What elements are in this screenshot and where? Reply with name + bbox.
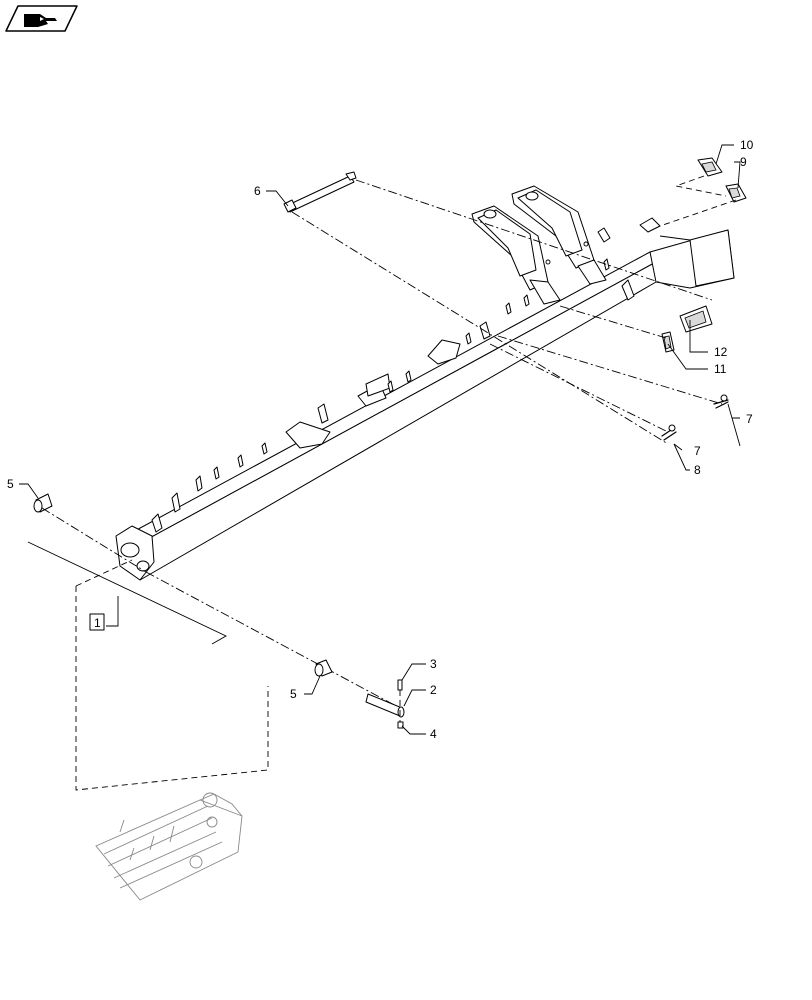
callout-9: 9 xyxy=(740,155,747,169)
part-11-decal xyxy=(661,331,675,353)
part-7-pin-upper xyxy=(713,394,729,409)
detail-reference-outline xyxy=(27,541,269,791)
callout-2: 2 xyxy=(430,683,437,697)
beam-brackets xyxy=(151,258,635,533)
callout-10: 10 xyxy=(740,138,754,152)
part-6-shaft xyxy=(283,171,357,213)
callout-7-upper: 7 xyxy=(746,412,753,426)
callout-5-lower: 5 xyxy=(290,687,297,701)
part-5-bushing-lower xyxy=(314,659,333,677)
part-9-plate xyxy=(725,183,747,203)
hitch-arms xyxy=(471,185,611,305)
callout-6: 6 xyxy=(254,184,261,198)
part-4-nut xyxy=(397,721,404,729)
callout-4: 4 xyxy=(430,727,437,741)
callout-leaders xyxy=(19,144,741,735)
part-2-pin xyxy=(365,693,405,718)
callout-8: 8 xyxy=(694,463,701,477)
hand-pointer-icon[interactable] xyxy=(5,5,78,32)
part-10-plate xyxy=(697,157,723,177)
callout-1: 1 xyxy=(94,616,101,630)
callout-11: 11 xyxy=(714,362,727,376)
callout-5-upper: 5 xyxy=(7,477,14,491)
part-7-pin-lower xyxy=(661,424,677,441)
detail-view-sketch xyxy=(95,792,243,901)
callout-3: 3 xyxy=(430,657,437,671)
callout-12: 12 xyxy=(714,345,728,359)
callout-7-lower: 7 xyxy=(694,444,701,458)
main-frame-beam xyxy=(115,217,735,581)
part-12-decal xyxy=(679,305,713,333)
part-3-bolt xyxy=(397,679,403,691)
callout-labels: 6 10 9 12 11 7 7 8 5 1 5 3 2 4 xyxy=(7,138,754,741)
part-5-bushing-upper xyxy=(33,493,53,513)
